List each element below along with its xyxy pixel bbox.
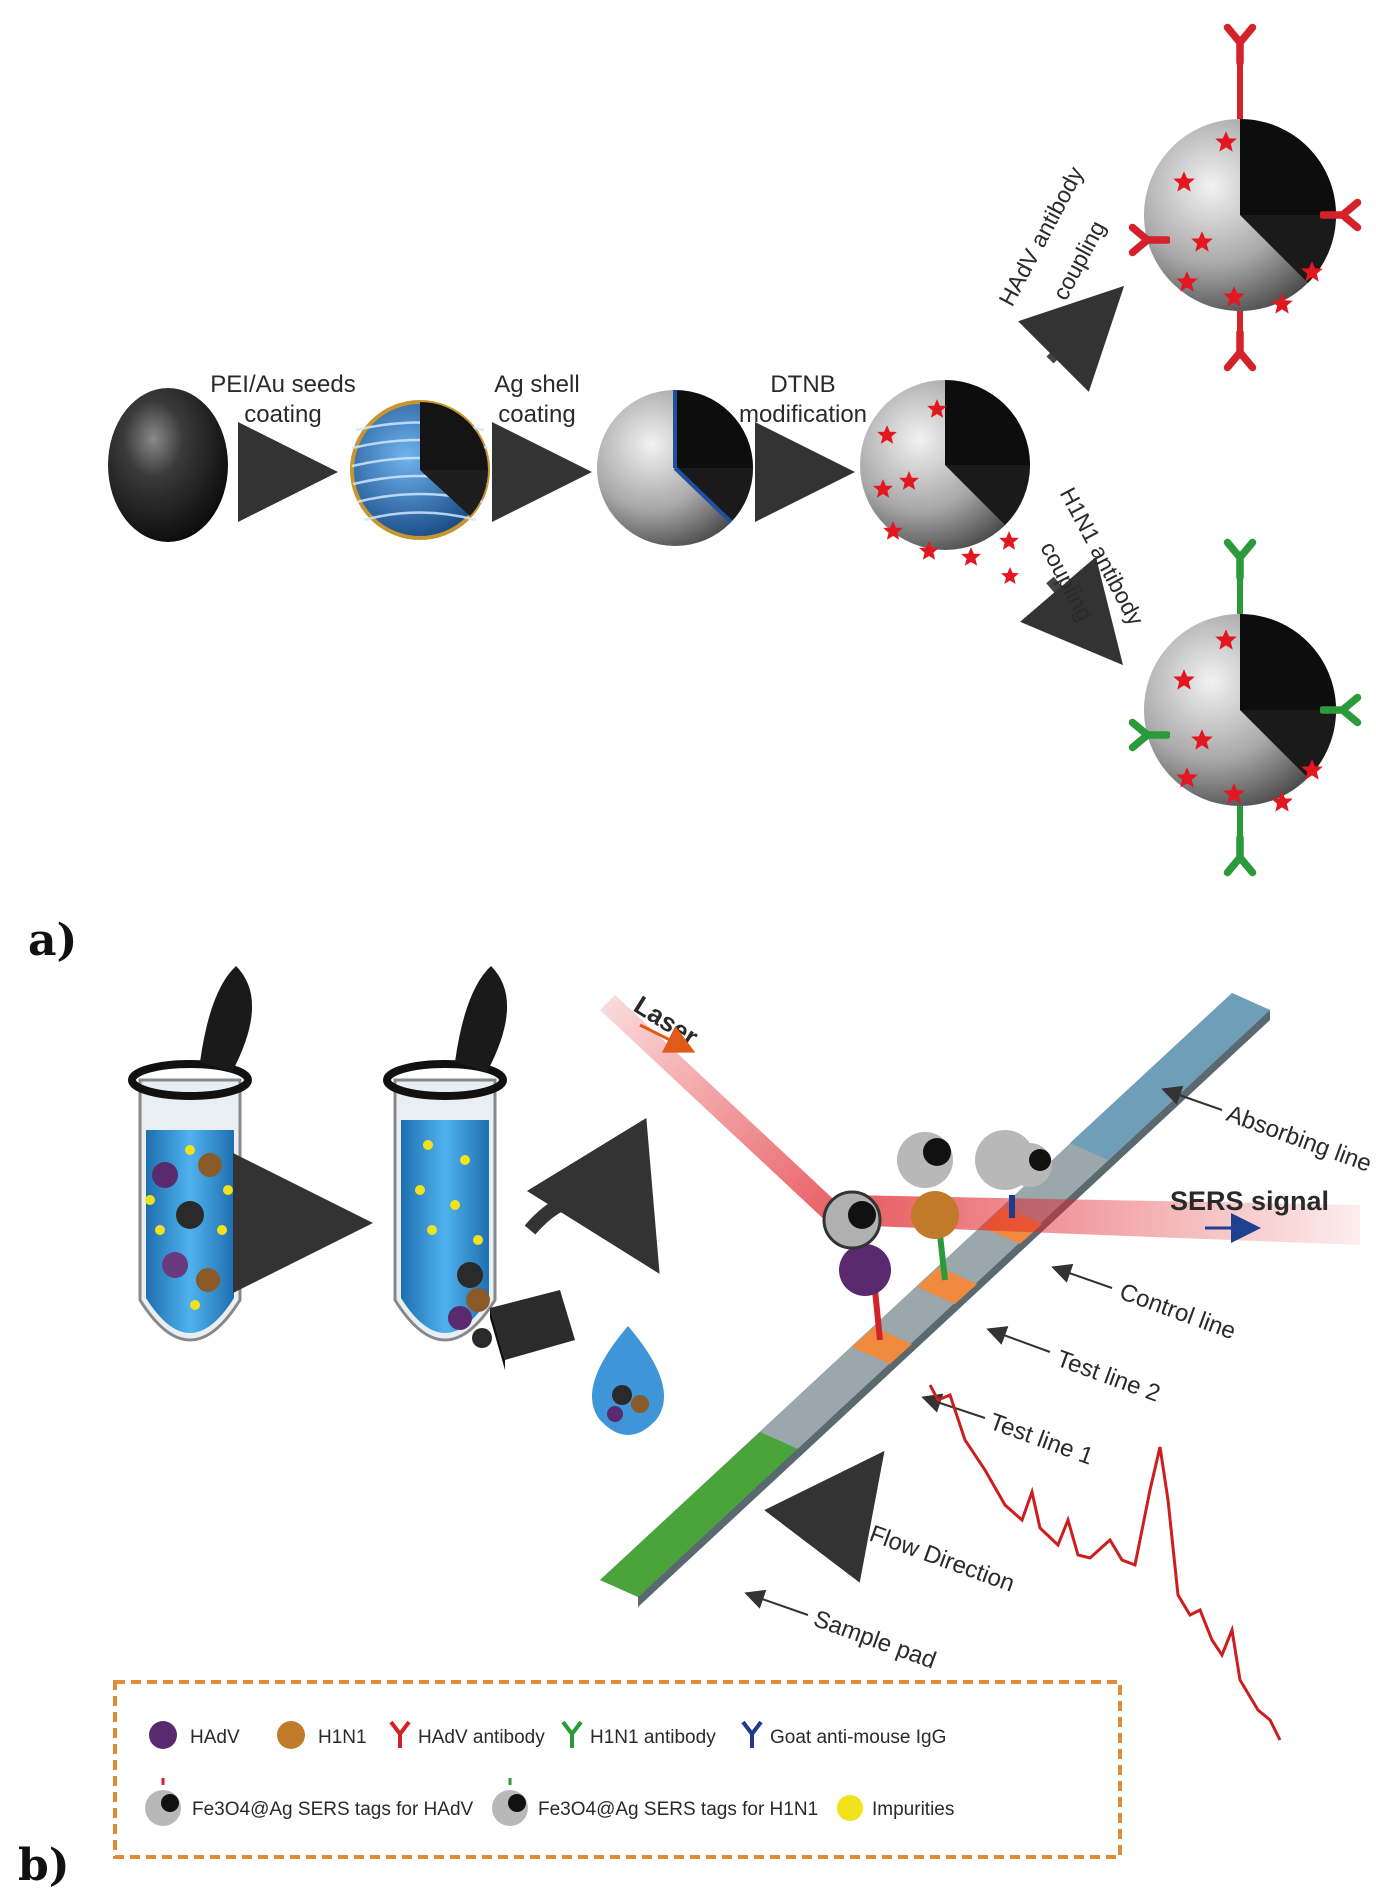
dtnb-modified-particle [860,380,1030,584]
captured-complex-test2 [897,1132,959,1281]
branch-arrow-bottom [1019,556,1124,666]
legend-impurities: Impurities [872,1799,954,1820]
fe3o4-core [108,388,228,542]
legend-goat-igg: Goat anti-mouse IgG [770,1727,946,1748]
hadv-sers-tag [1133,28,1358,368]
tube-2 [383,966,508,1348]
test-line-2-label: Test line 2 [1053,1345,1164,1407]
step2-label-line1: Ag shell [494,371,579,398]
laser-beam [600,995,845,1225]
h1n1-legend-icon [277,1721,305,1749]
hadv-tag-legend-icon [145,1778,181,1826]
captured-complex-test1 [822,1190,891,1341]
step1-label-line2: coating [244,401,321,428]
control-line-label: Control line [1116,1278,1239,1345]
h1n1-sers-tag [1133,543,1358,873]
sample-pad-label: Sample pad [810,1605,940,1674]
test-line-2-pointer [986,1326,1051,1353]
tube-1 [128,966,253,1342]
hadv-legend-icon [149,1721,177,1749]
panel-b: Magnet Laser SERS signal [18,966,1375,1891]
absorbing-line-label: Absorbing line [1223,1100,1375,1177]
laser-arrow [639,1023,696,1053]
captured-complex-control [975,1130,1052,1218]
absorbing-line-pointer [1161,1085,1223,1111]
hadv-antibody-legend-icon [389,1720,411,1748]
sample-droplet [591,1326,665,1435]
step3-label-line2: modification [739,401,867,428]
legend-hadv: HAdV [190,1727,240,1748]
h1n1-tag-legend-icon [492,1778,528,1826]
step1-label-line1: PEI/Au seeds [210,371,355,398]
legend-hadv-antibody: HAdV antibody [418,1727,545,1748]
legend-h1n1-antibody: H1N1 antibody [590,1727,716,1748]
test-line-1-label: Test line 1 [986,1408,1097,1470]
h1n1-antibody-legend-icon [561,1720,583,1748]
panel-a: PEI/Au seeds coating Ag shell coating [28,28,1358,966]
sers-signal-label: SERS signal [1170,1186,1329,1216]
branch-arrow-top [1018,285,1125,392]
magnet: Magnet [490,1290,575,1370]
flow-direction-label: Flow Direction [866,1520,1018,1597]
legend-h1n1: H1N1 [318,1727,367,1748]
sample-pad-pointer [744,1589,809,1616]
control-line-pointer [1051,1263,1113,1289]
step2-label-line2: coating [498,401,575,428]
legend-box [113,1680,1122,1859]
panel-a-label: a) [28,915,77,966]
legend: HAdV H1N1 HAdV antibody H1N1 antibody Go… [113,1680,1122,1859]
test-line-2 [917,1267,977,1304]
transfer-arrow [524,1117,660,1274]
raman-spectrum [928,1384,1282,1741]
legend-tags-h1n1: Fe3O4@Ag SERS tags for H1N1 [538,1799,818,1820]
impurity-legend-icon [837,1795,863,1821]
panel-b-label: b) [18,1840,70,1891]
step3-label-line1: DTNB [770,371,835,398]
legend-tags-hadv: Fe3O4@Ag SERS tags for HAdV [192,1799,474,1820]
flow-direction-arrow [764,1450,885,1583]
test-line-1 [852,1327,912,1364]
ag-shell-particle [597,390,753,546]
goat-igg-legend-icon [741,1720,763,1748]
pei-au-coated-particle [350,400,490,540]
